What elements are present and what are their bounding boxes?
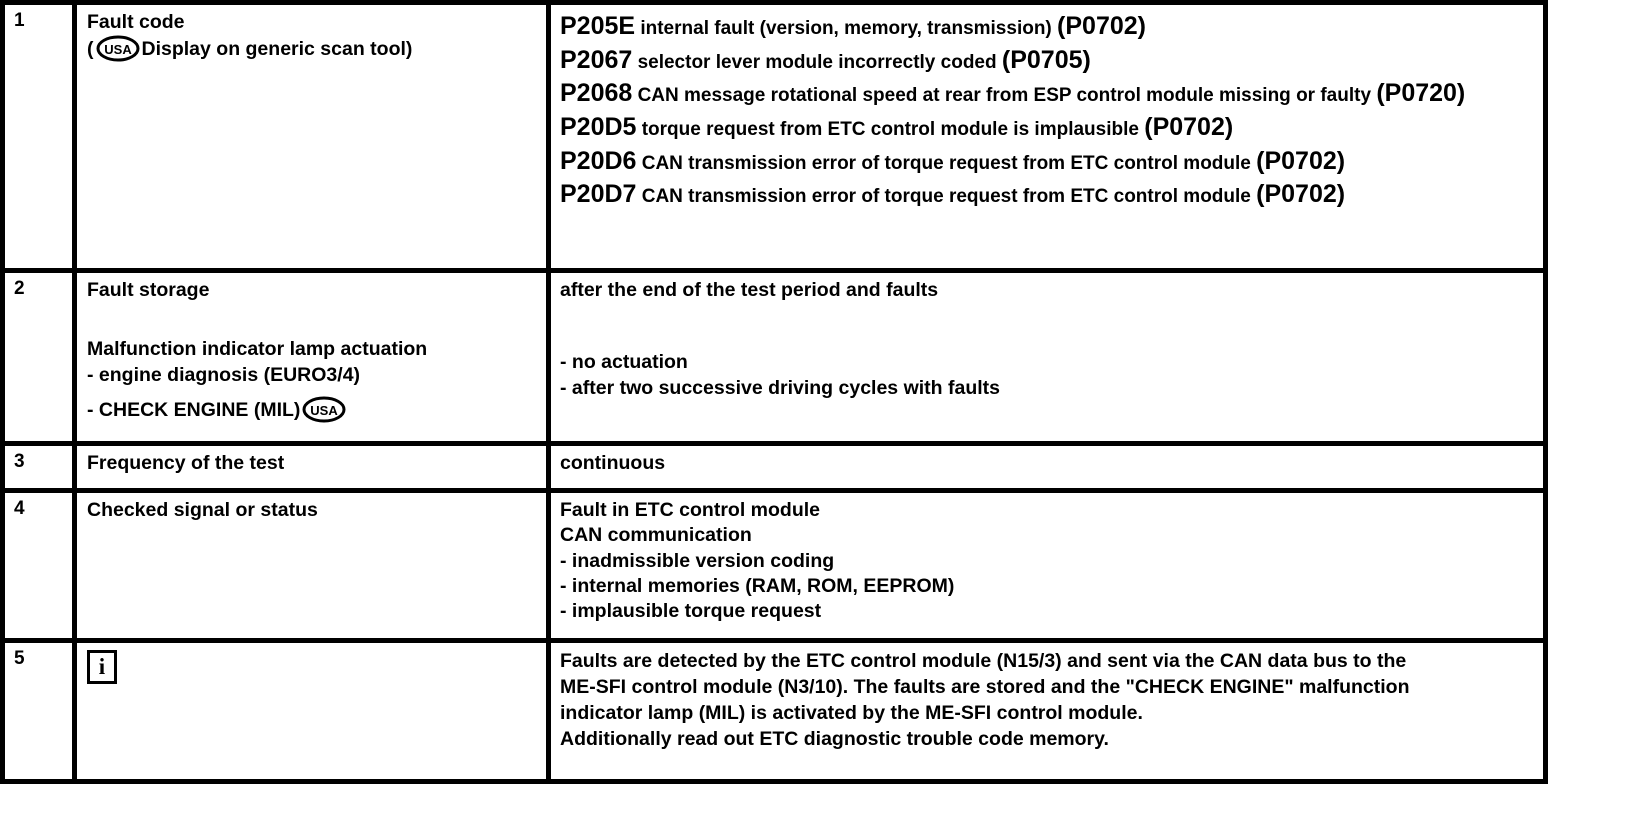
row-number-3: 3: [14, 451, 25, 472]
svg-text:USA: USA: [311, 403, 339, 418]
fault-code-reference: (P0702): [1256, 180, 1346, 209]
table-row: 1 Fault code ( USA Display on generic scan…: [0, 0, 1548, 273]
row-number-cell-5: 5: [0, 640, 75, 784]
row-label-cell-4: Checked signal or status: [72, 490, 549, 643]
row-number-cell-1: 1: [0, 0, 75, 273]
fault-code-item: P20D5 torque request from ETC control mo…: [560, 111, 1535, 145]
fault-code-reference: (P0702): [1256, 146, 1346, 175]
fault-code-description: selector lever module incorrectly coded: [637, 51, 997, 73]
fault-code-subtitle-text: Display on generic scan tool): [141, 38, 413, 61]
note-paragraph-line: ME-SFI control module (N3/10). The fault…: [560, 676, 1410, 699]
row-number-cell-3: 3: [0, 443, 75, 493]
fault-code-item: P20D7 CAN transmission error of torque r…: [560, 178, 1535, 212]
fault-code-id: P20D6: [560, 146, 637, 175]
fault-code-id: P205E: [560, 12, 636, 40]
checked-signal-label: Checked signal or status: [87, 499, 318, 521]
frequency-of-test-label: Frequency of the test: [87, 452, 285, 474]
fault-code-id: P2067: [560, 45, 633, 74]
row-value-cell-5: Faults are detected by the ETC control m…: [546, 640, 1548, 784]
open-paren: (: [87, 38, 94, 61]
checked-signal-value-line: CAN communication: [560, 524, 752, 547]
fault-code-description: CAN transmission error of torque request…: [641, 152, 1251, 174]
row-number-1: 1: [14, 10, 25, 31]
fault-code-item: P2067 selector lever module incorrectly …: [560, 44, 1535, 78]
fault-code-id: P2068: [560, 79, 633, 108]
mil-driving-cycles-value: - after two successive driving cycles wi…: [560, 376, 1000, 399]
fault-code-id: P20D7: [560, 180, 637, 209]
row-number-cell-4: 4: [0, 490, 75, 643]
fault-code-list: P205E internal fault (version, memory, t…: [560, 10, 1535, 212]
fault-code-table: 1 Fault code ( USA Display on generic scan…: [0, 0, 1548, 784]
table-row: 5 i Faults are detected by the ETC contr…: [0, 640, 1548, 784]
usa-badge-icon: USA: [96, 35, 140, 62]
row-label-cell-2: Fault storage Malfunction indicator lamp…: [72, 270, 549, 446]
row-number-cell-2: 2: [0, 270, 75, 446]
check-engine-text: - CHECK ENGINE (MIL): [87, 399, 301, 422]
row-label-cell-5: i: [72, 640, 549, 784]
checked-signal-value-line: Fault in ETC control module: [560, 499, 820, 521]
fault-code-reference: (P0705): [1001, 45, 1091, 74]
svg-text:USA: USA: [104, 42, 132, 57]
fault-code-title: Fault code: [87, 11, 185, 33]
table-row: 3 Frequency of the test continuous: [0, 443, 1548, 493]
fault-code-item: P20D6 CAN transmission error of torque r…: [560, 145, 1535, 179]
fault-code-description: internal fault (version, memory, transmi…: [640, 18, 1052, 39]
row-label-cell-3: Frequency of the test: [72, 443, 549, 493]
mil-actuation-item-euro: - engine diagnosis (EURO3/4): [87, 363, 361, 386]
fault-code-subtitle: ( USA Display on generic scan tool): [87, 35, 538, 62]
checked-signal-value-line: - implausible torque request: [560, 600, 822, 623]
note-paragraph-line: Faults are detected by the ETC control m…: [560, 650, 1407, 672]
fault-storage-value: after the end of the test period and fau…: [560, 279, 939, 301]
note-paragraph-line: indicator lamp (MIL) is activated by the…: [560, 702, 1143, 725]
fault-code-item: P205E internal fault (version, memory, t…: [560, 10, 1535, 44]
fault-code-description: CAN message rotational speed at rear fro…: [637, 85, 1372, 107]
note-paragraph-line: Additionally read out ETC diagnostic tro…: [560, 728, 1109, 751]
mil-actuation-item-check-engine: - CHECK ENGINE (MIL) USA: [87, 396, 538, 423]
frequency-of-test-value: continuous: [560, 452, 666, 474]
row-number-2: 2: [14, 278, 25, 299]
mil-no-actuation-value: - no actuation: [560, 351, 688, 374]
fault-code-reference: (P0720): [1376, 79, 1466, 108]
fault-code-description: torque request from ETC control module i…: [641, 118, 1139, 140]
table-row: 4 Checked signal or status Fault in ETC …: [0, 490, 1548, 643]
fault-storage-title: Fault storage: [87, 279, 210, 301]
row-value-cell-1: P205E internal fault (version, memory, t…: [546, 0, 1548, 273]
fault-code-reference: (P0702): [1144, 112, 1234, 141]
checked-signal-value-line: - inadmissible version coding: [560, 549, 835, 572]
info-icon: i: [87, 650, 117, 684]
checked-signal-value-line: - internal memories (RAM, ROM, EEPROM): [560, 575, 955, 598]
row-label-cell-1: Fault code ( USA Display on generic scan t…: [72, 0, 549, 273]
fault-code-description: CAN transmission error of torque request…: [641, 186, 1251, 208]
fault-code-item: P2068 CAN message rotational speed at re…: [560, 77, 1535, 111]
fault-code-reference: (P0702): [1057, 12, 1146, 40]
mil-actuation-heading: Malfunction indicator lamp actuation: [87, 338, 428, 361]
row-value-cell-4: Fault in ETC control module CAN communic…: [546, 490, 1548, 643]
row-value-cell-2: after the end of the test period and fau…: [546, 270, 1548, 446]
fault-code-id: P20D5: [560, 112, 637, 141]
usa-badge-icon: USA: [302, 396, 346, 423]
table-row: 2 Fault storage Malfunction indicator la…: [0, 270, 1548, 446]
row-number-5: 5: [14, 648, 25, 669]
row-value-cell-3: continuous: [546, 443, 1548, 493]
row-number-4: 4: [14, 498, 25, 519]
